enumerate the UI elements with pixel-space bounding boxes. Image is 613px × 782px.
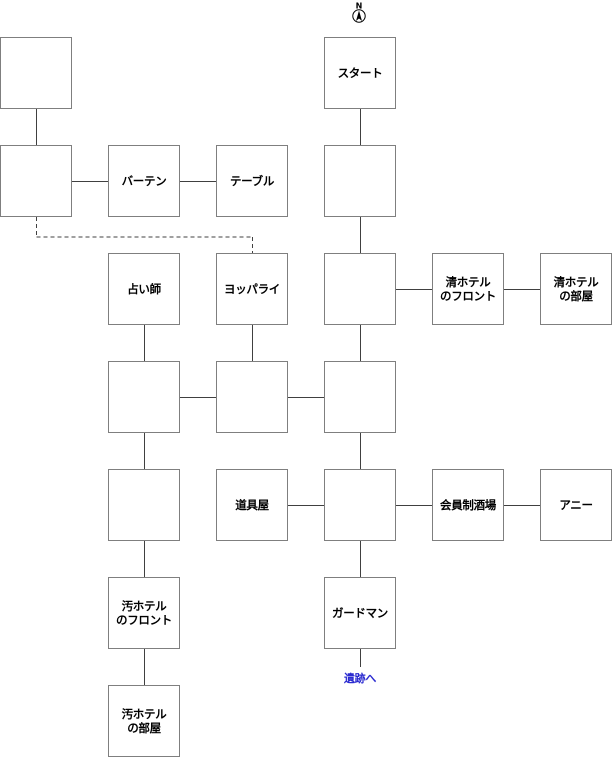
- room-label: 清ホテル のフロント: [440, 275, 496, 303]
- room-label: 占い師: [127, 282, 161, 296]
- room-box-empty: [324, 253, 396, 325]
- room-box: 汚ホテル の部屋: [108, 685, 180, 757]
- room-box-empty: [324, 145, 396, 217]
- room-label: ヨッパライ: [224, 282, 280, 296]
- room-label: テーブル: [229, 174, 275, 188]
- room-box: 清ホテル のフロント: [432, 253, 504, 325]
- room-box-empty: [216, 361, 288, 433]
- room-box: アニー: [540, 469, 612, 541]
- room-box-empty: [108, 361, 180, 433]
- room-label: 道具屋: [235, 498, 269, 512]
- room-box-empty: [108, 469, 180, 541]
- room-box: バーテン: [108, 145, 180, 217]
- room-box: ヨッパライ: [216, 253, 288, 325]
- room-label: アニー: [559, 498, 593, 512]
- compass-north-label: N: [356, 2, 363, 11]
- room-label: 会員制酒場: [440, 498, 496, 512]
- exit-to-ruins-link[interactable]: 遺跡へ: [343, 672, 377, 685]
- room-label: スタート: [337, 66, 383, 80]
- room-label: ガードマン: [332, 606, 388, 620]
- room-box: 道具屋: [216, 469, 288, 541]
- room-box: 清ホテル の部屋: [540, 253, 612, 325]
- room-box: 占い師: [108, 253, 180, 325]
- room-box: 会員制酒場: [432, 469, 504, 541]
- room-label: 清ホテル の部屋: [553, 275, 599, 303]
- room-box-empty: [0, 37, 72, 109]
- room-box: テーブル: [216, 145, 288, 217]
- north-compass-icon: N: [352, 2, 366, 23]
- room-label: 汚ホテル のフロント: [116, 599, 172, 627]
- room-box: ガードマン: [324, 577, 396, 649]
- room-box-empty: [324, 469, 396, 541]
- room-box: 汚ホテル のフロント: [108, 577, 180, 649]
- room-label: バーテン: [121, 174, 167, 188]
- room-box-empty: [324, 361, 396, 433]
- room-label: 汚ホテル の部屋: [121, 707, 167, 735]
- room-box-empty: [0, 145, 72, 217]
- room-box: スタート: [324, 37, 396, 109]
